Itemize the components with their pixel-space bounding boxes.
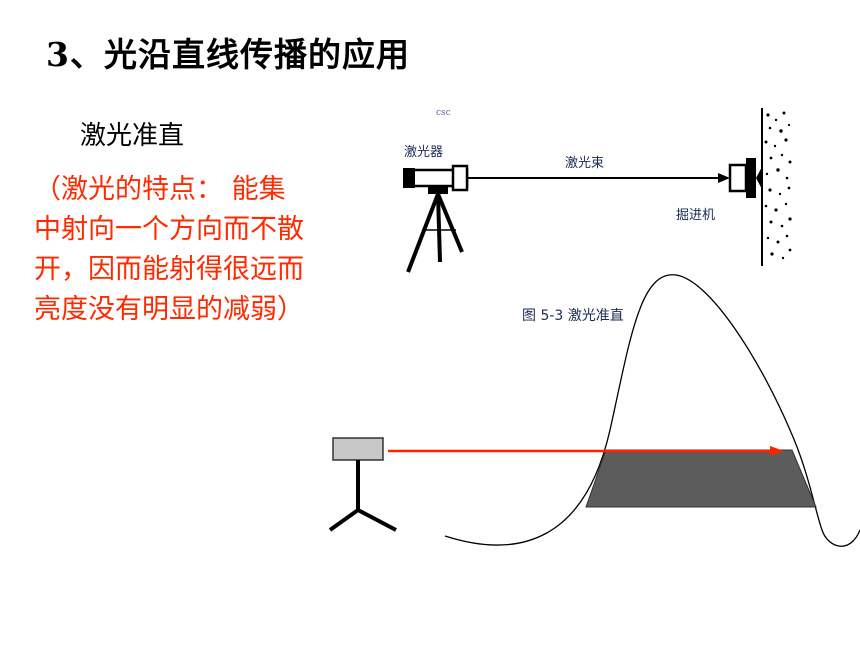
laser-beam-arrowhead [770, 446, 784, 456]
laser-instrument-icon [403, 164, 469, 273]
figure-beam-arrowhead [718, 173, 730, 183]
laser-device-body [332, 437, 384, 461]
figure-small-tag: csc [436, 108, 451, 118]
tunnel-section [585, 449, 817, 508]
description-line: 中射向一个方向而不散 [34, 214, 304, 245]
description-line: 开，因而能射得很远而 [34, 254, 304, 285]
laser-feature-description: （激光的特点： 能集 中射向一个方向而不散 开，因而能射得很远而 亮度没有明显的… [34, 170, 379, 330]
mountain-outline [444, 274, 860, 547]
rock-wall-icon [761, 108, 792, 266]
beam-label: 激光束 [565, 156, 605, 171]
figure-caption: 图 5-3 激光准直 [522, 308, 624, 324]
section-subtitle: 激光准直 [80, 121, 185, 151]
description-line: 亮度没有明显的减弱） [34, 294, 304, 325]
description-line: （激光的特点： 能集 [34, 174, 286, 205]
slide-title: 3、光沿直线传播的应用 [46, 35, 410, 74]
machine-label: 掘进机 [676, 208, 716, 223]
laser-label: 激光器 [404, 145, 444, 160]
laser-device-stand-icon [328, 460, 397, 532]
